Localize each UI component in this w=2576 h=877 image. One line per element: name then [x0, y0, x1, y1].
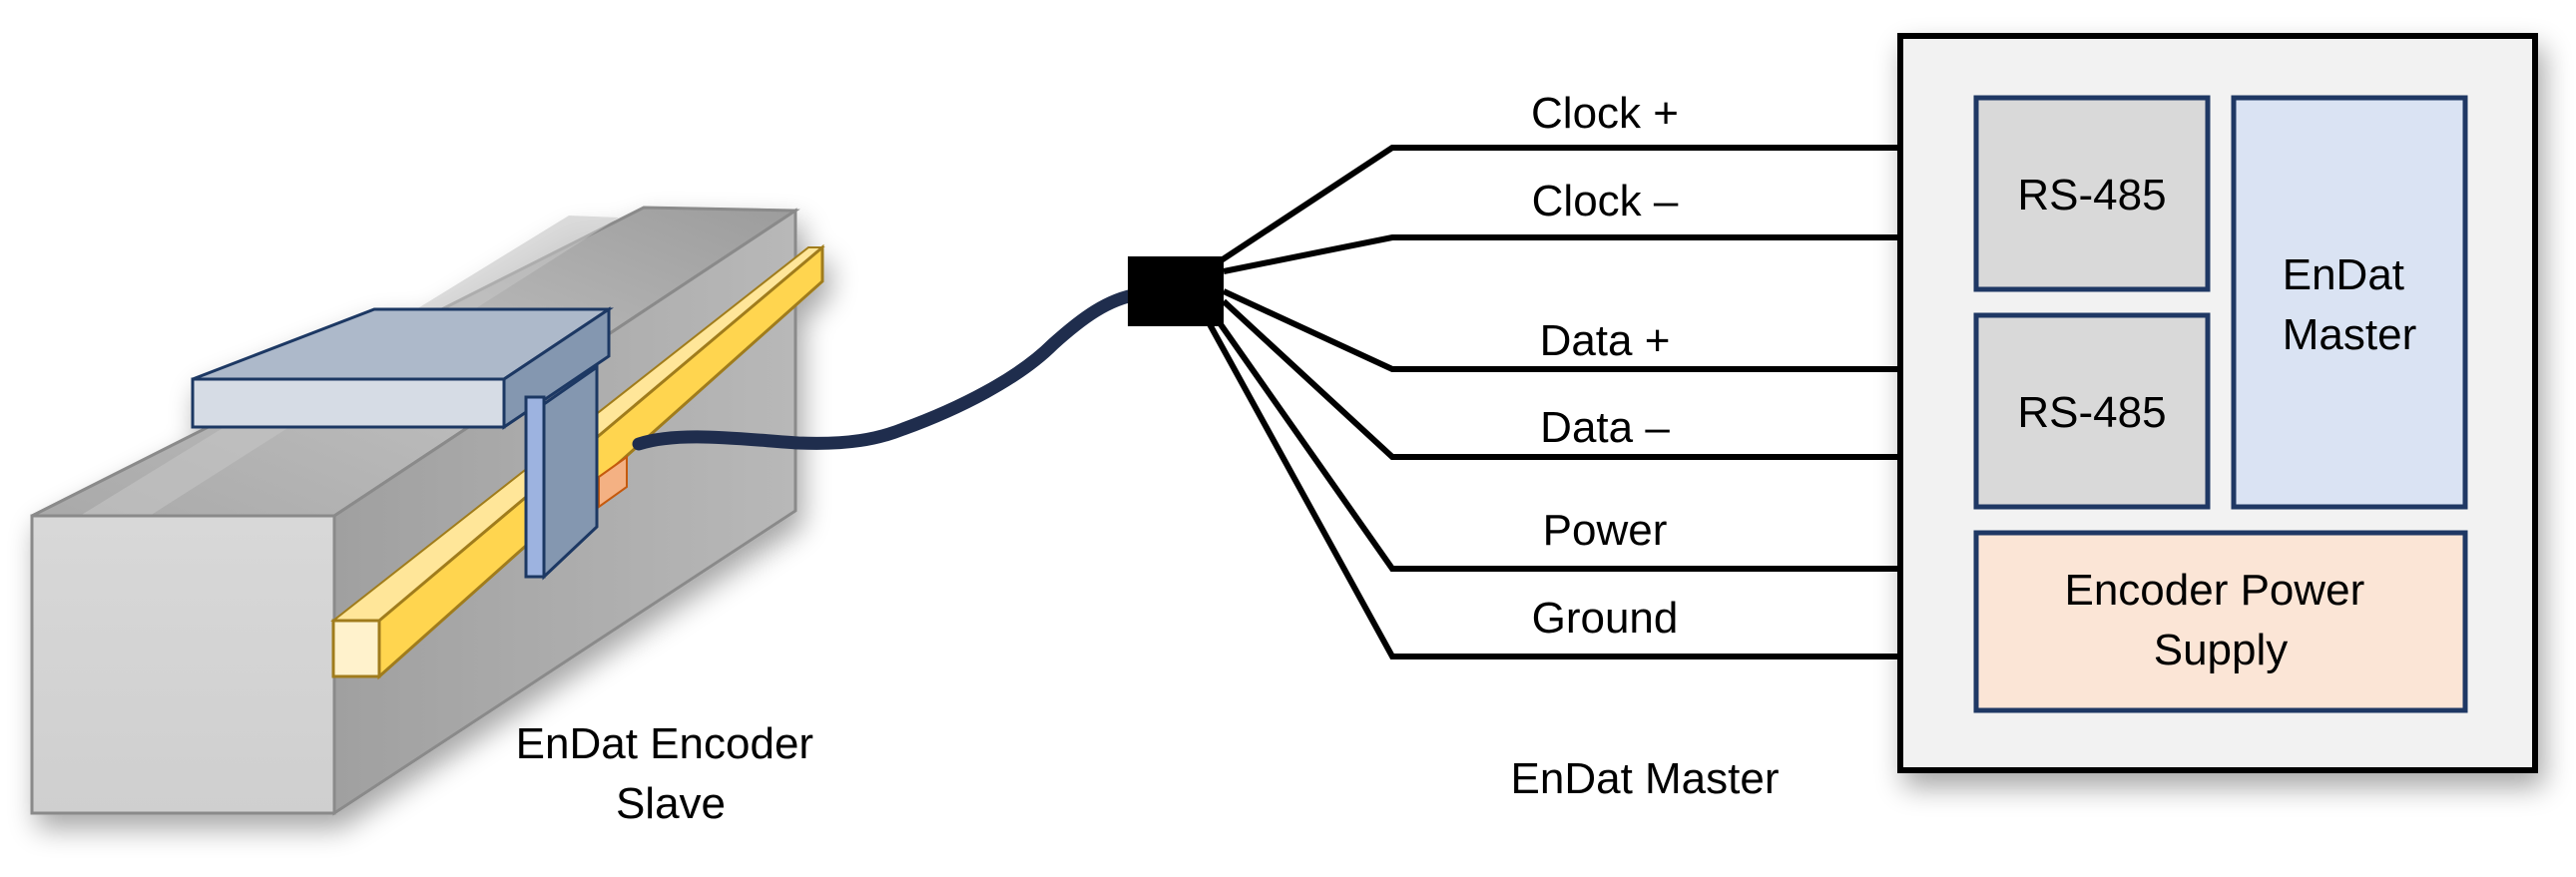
label-data-plus: Data +: [1540, 316, 1671, 365]
linear-encoder: [30, 206, 825, 816]
wire-clock-plus: [1218, 145, 1976, 264]
power-supply-line2: Supply: [2154, 626, 2289, 674]
encoder-caption-line2: Slave: [616, 779, 726, 828]
readhead-stem: [524, 395, 546, 579]
encoder-caption-line1: EnDat Encoder: [516, 719, 813, 768]
master-caption: EnDat Master: [1511, 754, 1780, 803]
endat-master-line2: Master: [2283, 310, 2416, 359]
connector-nub: [598, 455, 628, 509]
signal-wires: [1207, 145, 1976, 659]
endat-master-box: [2231, 95, 2468, 510]
rs485-top-label: RS-485: [2017, 171, 2166, 219]
wire-clock-minus: [1223, 234, 1976, 274]
signal-labels: Clock + Clock – Data + Data – Power Grou…: [1531, 89, 1679, 643]
power-supply-label: Encoder Power Supply: [2064, 566, 2376, 674]
rs485-bottom-label: RS-485: [2017, 388, 2166, 437]
master-enclosure: RS-485 RS-485 EnDat Master Encoder Power…: [1897, 33, 2538, 773]
wire-power: [1213, 315, 1976, 572]
wire-ground: [1207, 322, 1976, 659]
label-data-minus: Data –: [1540, 403, 1670, 452]
encoder-cable: [632, 287, 1145, 451]
label-clock-plus: Clock +: [1531, 89, 1679, 138]
label-clock-minus: Clock –: [1532, 177, 1679, 225]
readhead-front: [191, 377, 506, 429]
breakout-connector: [1128, 256, 1224, 326]
wire-data-minus: [1221, 298, 1976, 460]
wire-data-plus: [1222, 288, 1976, 372]
power-supply-box: [1973, 530, 2468, 713]
power-supply-line1: Encoder Power: [2064, 566, 2364, 615]
label-ground: Ground: [1532, 594, 1679, 643]
rs485-top-box: [1973, 95, 2211, 292]
rs485-bottom-box: [1973, 312, 2211, 510]
label-power: Power: [1543, 506, 1668, 555]
endat-master-label: EnDat Master: [2283, 250, 2417, 359]
rail-front-face: [30, 514, 336, 815]
endat-master-line1: EnDat: [2283, 250, 2404, 299]
encoder-caption: EnDat Encoder Slave: [516, 719, 826, 828]
scale-end: [331, 619, 381, 678]
